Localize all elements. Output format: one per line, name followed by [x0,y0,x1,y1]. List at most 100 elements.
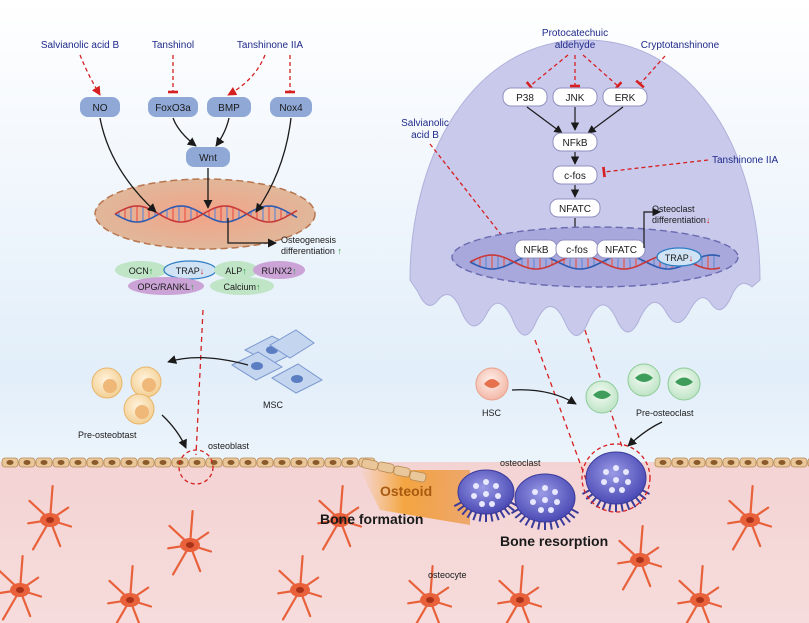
osteogenesis-label-2: differentiation ↑ [281,246,342,256]
node-nfatc-label: NFATC [559,204,591,215]
marker-opg-rankl [128,277,204,295]
pre-osteoclast-cells: Pre-osteoclast [585,363,701,418]
hsc-label: HSC [482,408,502,418]
link-erk-nfkb [587,106,624,134]
bone-formation-label: Bone formation [320,511,423,527]
osteoclast-nucleus [625,479,631,485]
osteoid-label: Osteoid [380,483,432,499]
lining-cell [409,470,427,483]
node-nfkb [552,132,598,152]
drug-label-tanshinol: Tanshinol [152,40,194,51]
marker-calcium-label: Calcium↑ [223,282,260,292]
node-no [80,97,120,117]
lining-cell-nucleus [227,460,235,465]
lining-cell [393,465,411,478]
node-bmp [207,97,251,117]
hsc-nucleus [484,379,500,388]
marker-alp [214,261,258,279]
osteocyte-nucleus [746,517,754,523]
ruffled-border [519,515,526,523]
osteoclast-nucleus [548,507,554,513]
marker-trap-label: TRAP↓ [176,266,205,276]
nuc-marker-trap [656,247,702,267]
ruffled-border [499,510,506,519]
pre-osteoclast-nucleus [593,390,611,399]
osteoclast-nucleus [609,487,615,493]
lining-cell-nucleus [312,460,320,465]
lining-cell-nucleus [142,460,150,465]
lining-cell-nucleus [659,460,667,465]
lining-cell-nucleus [57,460,65,465]
node-nox4-label: Nox4 [279,103,303,114]
osteoclast-nucleus [542,485,548,491]
inhibition-pa-erk [582,54,623,91]
pre-osteoclast-label: Pre-osteoclast [636,408,694,418]
ruffled-border [537,521,541,530]
ruffled-border [608,503,612,512]
callout-line-osteoclast-left [534,339,589,486]
link-preosteoblast-osteoblast [161,414,187,449]
bone-resorption-label: Bone resorption [500,533,608,549]
link-foxo3a-wnt [172,117,197,147]
osteoclast-diff-label-2: differentiation↓ [652,215,710,225]
pre-osteoblast-nucleus [142,378,156,392]
ruffled-border [514,512,523,519]
lining-cell [377,461,395,474]
ruffled-border [511,508,519,514]
pre-osteoclast-nucleus [675,377,693,386]
osteoclast-nucleus [603,469,609,475]
lining-cell-nucleus [125,460,133,465]
osteoclast-nucleus [601,479,607,485]
osteoclast-nucleus [473,483,479,489]
link-to-osteoclast-diff [643,207,661,248]
osteogenesis-label: Osteogenesis [281,235,337,245]
osteoclast-nucleus [542,497,548,503]
ruffled-border [638,493,647,500]
inhibition-pa-p38 [525,54,569,91]
marker-alp-label: ALP↑ [225,266,247,276]
osteoclast-nucleus [619,487,625,493]
node-jnk-label: JNK [566,93,585,104]
lining-cell-nucleus [261,460,269,465]
osteocyte-nucleus [296,587,304,593]
pre-osteoblast-nucleus [135,405,149,419]
osteocyte-nucleus [696,597,704,603]
ruffled-border [472,512,478,521]
lining-cell-nucleus [108,460,116,465]
osteoclast-diff-label: Osteoclast [652,204,695,214]
osteocyte-nucleus [336,517,344,523]
lining-cell-nucleus [710,460,718,465]
osteoclast-label: osteoclast [500,458,541,468]
node-wnt [186,147,230,167]
lining-cell-nucleus [74,460,82,465]
osteoblast-label: osteoblast [208,441,250,451]
node-erk [602,87,648,107]
inhibition-crypto-erk [635,55,666,89]
osteocyte-nucleus [636,557,644,563]
drug-label-tanshinone-iia-right: Tanshinone IIA [712,155,778,166]
msc-cells: MSC [230,329,323,410]
ruffled-border [453,501,462,507]
msc-label: MSC [263,400,284,410]
osteoclast-nucleus [471,493,477,499]
node-cfos [552,165,598,185]
inhibition-tanshinone-cfos [602,159,709,178]
nuc-node-nfatc [596,239,646,259]
callout-line-osteoclast-right [584,329,623,448]
left-pathway: Salvianolic acid B Tanshinol Tanshinone … [41,40,342,485]
osteoclast-nucleus [493,483,499,489]
osteoclast-nucleus [613,477,619,483]
osteoclast-nucleus [489,501,495,507]
ruffled-border [554,520,560,529]
osteoclast-nucleus [623,469,629,475]
ruffled-border [620,503,624,512]
drug-label-tanshinone-iia: Tanshinone IIA [237,40,303,51]
msc-nucleus [251,362,263,370]
lining-cell-nucleus [40,460,48,465]
osteoclast-nucleus [530,499,536,505]
lining-cell-nucleus [346,460,354,465]
osteoclast-cluster [453,451,650,530]
drug-label-salvianolic-acid-b: Salvianolic acid B [41,40,120,51]
osteocyte-nucleus [126,597,134,603]
